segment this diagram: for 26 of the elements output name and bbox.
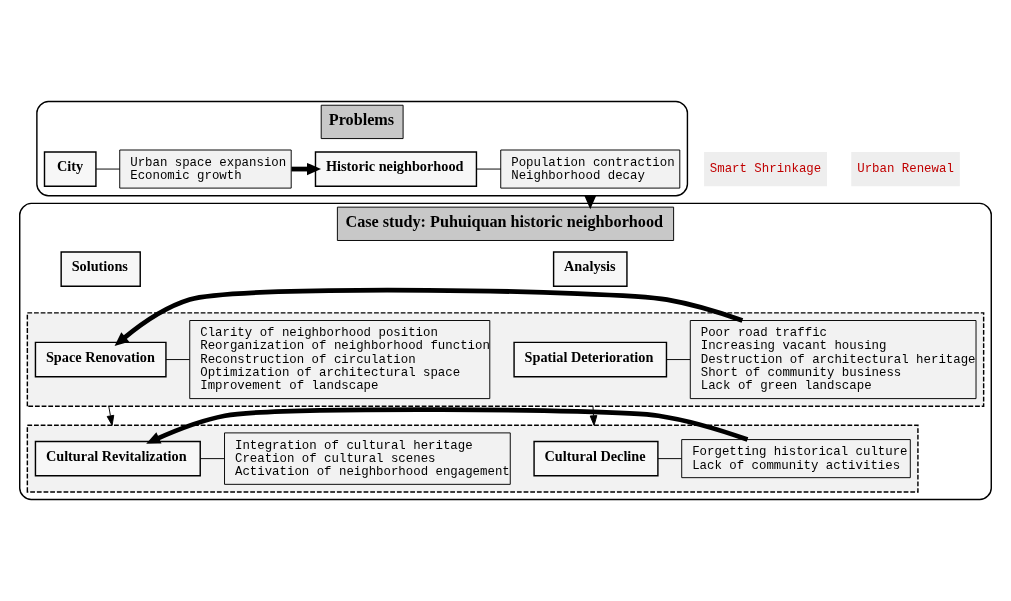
node-box: Clarity of neighborhood position Reorganization of neighborhood function Reconstruction of circulation Optimization of architectural space Improvement of landscape (189, 320, 491, 400)
node-box: Forgetting historical culture Lack of community activities (681, 439, 911, 479)
node-box: Integration of cultural heritage Creation of cultural scenes Activation of neighborhood engagement (224, 432, 511, 485)
cluster (26, 312, 985, 407)
node-box: Space Renovation (34, 341, 167, 378)
connector (95, 168, 121, 170)
node-box: Population contraction Neighborhood decay (500, 149, 681, 189)
connector (476, 168, 502, 170)
node-box: Cultural Revitalization (34, 440, 201, 477)
node-box: Analysis (552, 251, 628, 287)
node-box: Poor road traffic Increasing vacant housing Destruction of architectural heritage Short of community business Lack of green landscape (689, 320, 977, 400)
node-box: City (43, 151, 97, 187)
node-box: Spatial Deterioration (513, 341, 668, 378)
connector (165, 359, 190, 361)
connector (666, 359, 691, 361)
label: Smart Shrinkage (709, 162, 822, 177)
node-box: Historic neighborhood (314, 151, 478, 187)
node-box: Urban space expansion Economic growth (119, 149, 292, 189)
label: Urban Renewal (857, 162, 954, 177)
node-box: Cultural Decline (533, 440, 659, 477)
cluster (26, 424, 919, 493)
connector (657, 458, 682, 460)
arrow (114, 287, 744, 347)
arrow (106, 405, 115, 426)
node-box: Solutions (60, 251, 141, 287)
connector (200, 458, 225, 460)
